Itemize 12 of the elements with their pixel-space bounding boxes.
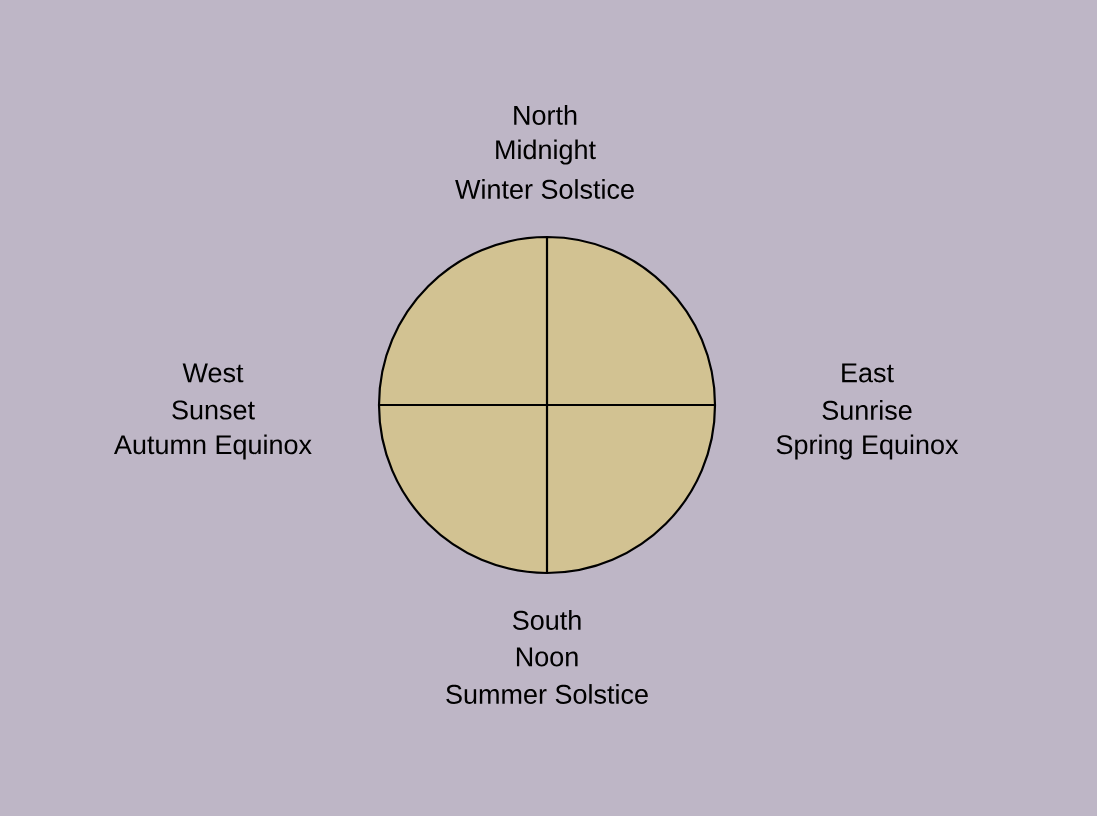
label-text: Spring Equinox [776,434,959,460]
label-text: Summer Solstice [446,684,648,704]
label-text: North [514,105,577,125]
label-text: Winter Solstice [455,179,634,199]
label-text: Sunset [172,400,255,420]
label-text: Midnight [496,139,596,165]
label-text: Autumn Equinox [114,434,312,460]
label-text: East [842,363,894,383]
label-text: Noon [516,647,578,667]
label-text: West [182,363,244,383]
label-text: Sunrise [822,400,912,420]
label-text: South [512,610,581,630]
